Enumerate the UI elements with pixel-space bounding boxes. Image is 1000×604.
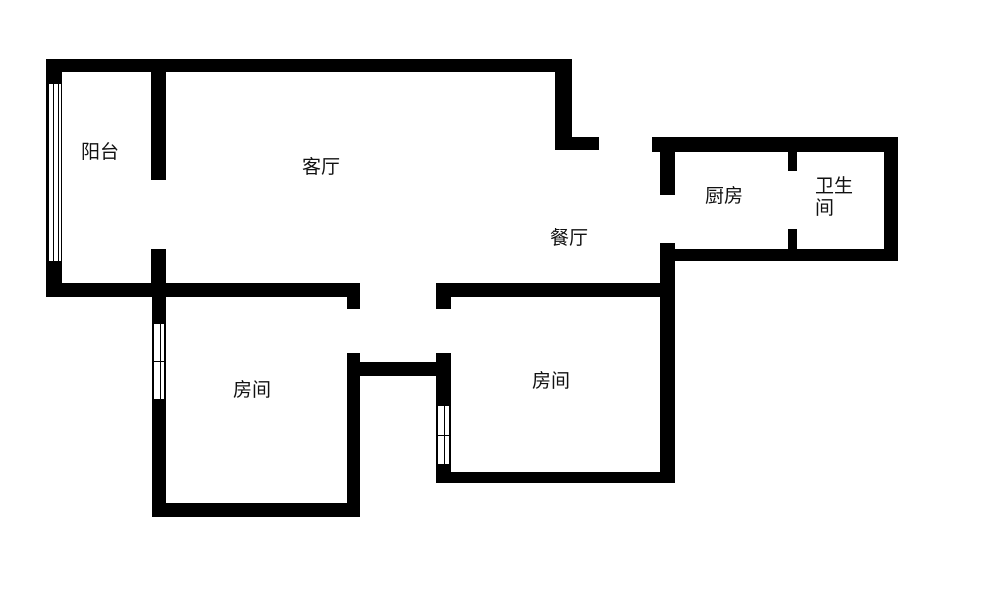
wall <box>788 152 797 171</box>
wall <box>347 283 360 309</box>
wall <box>660 137 675 195</box>
room-label-bathroom: 间 <box>815 197 835 219</box>
wall <box>46 59 572 72</box>
wall <box>660 243 675 483</box>
balcony-window <box>48 83 62 262</box>
wall <box>152 283 166 517</box>
wall <box>46 283 360 297</box>
wall <box>652 137 898 152</box>
wall <box>555 137 599 150</box>
wall <box>788 229 797 249</box>
room-label-bedroom: 房间 <box>233 379 272 401</box>
room-label-balcony: 阳台 <box>81 141 120 163</box>
room-label-living-room: 客厅 <box>302 156 341 178</box>
room-label-bedroom: 房间 <box>532 370 571 392</box>
wall <box>152 503 360 517</box>
wall <box>436 472 675 483</box>
wall <box>347 362 451 376</box>
wall <box>347 353 360 517</box>
wall <box>151 72 166 180</box>
bedroom-window <box>153 323 165 400</box>
wall <box>436 283 675 297</box>
wall <box>884 137 898 261</box>
bedroom-window <box>437 405 450 465</box>
room-label-bathroom: 卫生 <box>815 175 854 197</box>
room-label-kitchen: 厨房 <box>705 185 744 207</box>
room-label-dining-room: 餐厅 <box>550 227 589 249</box>
wall <box>660 249 898 261</box>
wall <box>555 59 572 150</box>
